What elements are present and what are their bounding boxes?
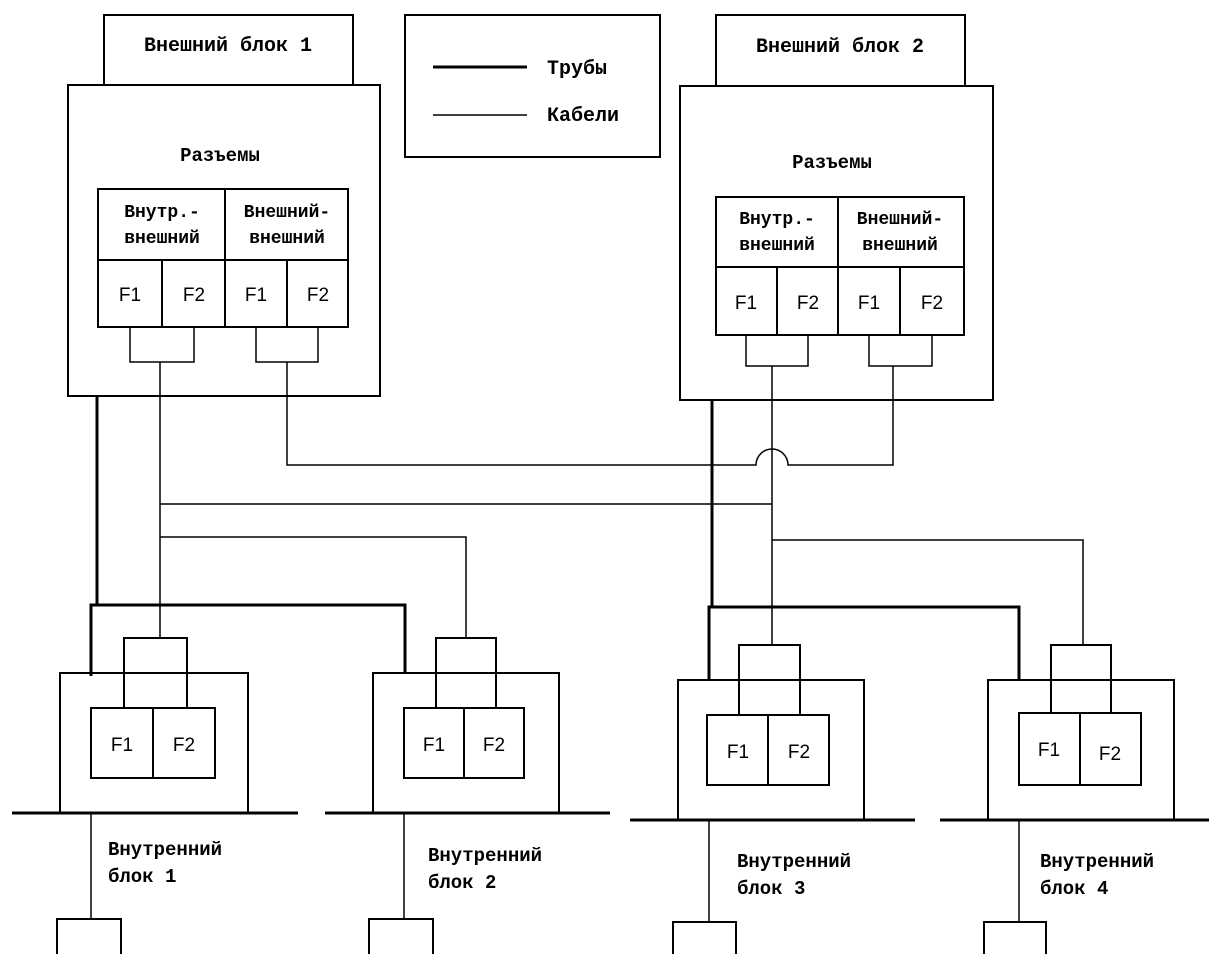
outdoor-unit-2-group-right-line2: внешний xyxy=(862,236,938,256)
outdoor-unit-1-jumper-b xyxy=(255,327,319,363)
outdoor-unit-2-jumper-b xyxy=(868,335,933,367)
outdoor-unit-1-connector-grid xyxy=(97,188,349,328)
indoor-unit-3-label-line1: Внутренний xyxy=(737,851,851,873)
cables xyxy=(159,362,1084,645)
outdoor-unit-2-group-left-line2: внешний xyxy=(739,236,815,256)
outdoor-unit-2: Внешний блок 2 Разъемы Внутр.- внешний В… xyxy=(679,14,994,401)
indoor-unit-1-label-line2: блок 1 xyxy=(108,866,176,888)
legend-cables-label: Кабели xyxy=(547,105,619,128)
outdoor-unit-2-connectors-title: Разъемы xyxy=(792,152,872,174)
pipes xyxy=(89,396,1021,680)
outdoor-unit-2-terminal-f2-a: F2 xyxy=(797,293,819,314)
outdoor-unit-1-terminal-f2-b: F2 xyxy=(307,285,329,306)
indoor-unit-4-label-line1: Внутренний xyxy=(1040,851,1154,873)
indoor-unit-2: F1 F2 Внутренний блок 2 xyxy=(325,637,610,954)
outdoor-unit-1-terminal-f2-a: F2 xyxy=(183,285,205,306)
outdoor-unit-1-group-right-line1: Внешний- xyxy=(244,203,330,223)
indoor-unit-4: F1 F2 Внутренний блок 4 xyxy=(940,644,1209,954)
legend-frame xyxy=(404,14,661,158)
outdoor-unit-1-jumper-a xyxy=(129,327,195,363)
outdoor-unit-2-terminal-f1-a: F1 xyxy=(735,293,757,314)
legend: Трубы Кабели xyxy=(404,14,661,158)
indoor-unit-2-body xyxy=(372,672,560,814)
cable-to-indoor-2 xyxy=(160,536,467,638)
outdoor-unit-1-group-left-line2: внешний xyxy=(124,229,200,249)
indoor-unit-1-label-line1: Внутренний xyxy=(108,839,222,861)
outdoor-unit-1-group-right-line2: внешний xyxy=(249,229,325,249)
outdoor-unit-1-group-left-line1: Внутр.- xyxy=(124,203,200,223)
outdoor-unit-2-terminal-f2-b: F2 xyxy=(921,293,943,314)
outdoor-unit-1: Внешний блок 1 Разъемы Внутр.- внешний В… xyxy=(67,14,381,397)
outdoor-unit-1-connectors-title: Разъемы xyxy=(180,145,260,167)
indoor-unit-2-terminal-f2: F2 xyxy=(483,735,505,756)
indoor-unit-1: F1 F2 Внутренний блок 1 xyxy=(12,637,298,954)
indoor-unit-3-label-line2: блок 3 xyxy=(737,878,805,900)
indoor-unit-1-terminal-f2: F2 xyxy=(173,735,195,756)
outdoor-unit-1-terminal-f1-a: F1 xyxy=(119,285,141,306)
indoor-unit-3-terminal-f2: F2 xyxy=(788,742,810,763)
outdoor-unit-2-group-left-line1: Внутр.- xyxy=(739,210,815,230)
outdoor-unit-2-group-right-line1: Внешний- xyxy=(857,210,943,230)
indoor-unit-4-terminal-f1: F1 xyxy=(1038,740,1060,761)
outdoor-unit-1-terminal-f1-b: F1 xyxy=(245,285,267,306)
cable-outdoor-link xyxy=(286,362,894,466)
outdoor-unit-2-terminal-f1-b: F1 xyxy=(858,293,880,314)
indoor-unit-2-terminal-f1: F1 xyxy=(423,735,445,756)
outdoor-unit-2-body xyxy=(679,85,994,401)
cable-to-indoor-4 xyxy=(772,539,1084,645)
indoor-unit-3-terminal-f1: F1 xyxy=(727,742,749,763)
legend-pipes-label: Трубы xyxy=(547,58,607,81)
indoor-unit-4-remote xyxy=(983,921,1047,954)
outdoor-unit-2-jumper-a xyxy=(745,335,809,367)
indoor-unit-1-remote xyxy=(56,918,122,954)
indoor-unit-3-body xyxy=(677,679,865,821)
outdoor-unit-2-title: Внешний блок 2 xyxy=(756,36,924,59)
outdoor-unit-1-title: Внешний блок 1 xyxy=(144,35,312,58)
indoor-unit-3-remote xyxy=(672,921,737,954)
pipe-unit1-branch xyxy=(89,603,407,676)
indoor-unit-4-terminal-f2: F2 xyxy=(1099,744,1121,765)
indoor-unit-2-remote xyxy=(368,918,434,954)
pipe-unit2-branch xyxy=(707,605,1021,680)
indoor-unit-2-label-line2: блок 2 xyxy=(428,872,496,894)
indoor-unit-1-terminal-f1: F1 xyxy=(111,735,133,756)
outdoor-unit-1-body xyxy=(67,84,381,397)
indoor-unit-3: F1 F2 Внутренний блок 3 xyxy=(630,644,915,954)
indoor-unit-2-label-line1: Внутренний xyxy=(428,845,542,867)
indoor-unit-4-label-line2: блок 4 xyxy=(1040,878,1108,900)
